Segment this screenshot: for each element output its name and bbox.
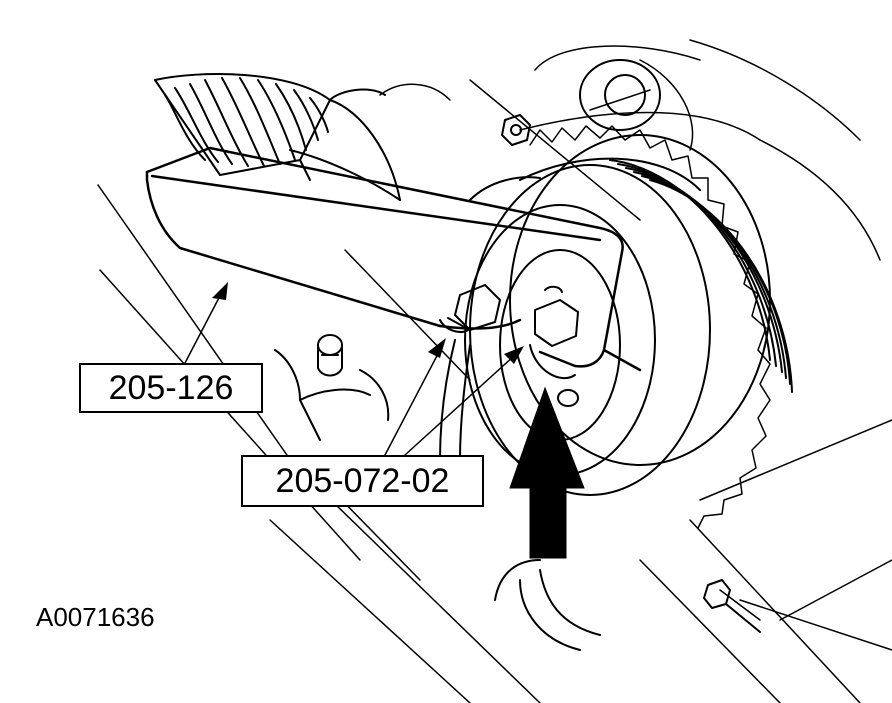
callout-label-205-126: 205-126 [79, 363, 263, 413]
wiring-harness [439, 339, 601, 651]
nut-small [557, 389, 579, 407]
engine-boss [579, 59, 661, 131]
adapter-bolt-left [439, 284, 501, 333]
nut-bottom-right [703, 579, 761, 633]
reluctor-ring [529, 125, 771, 529]
crankshaft-pulley [464, 134, 793, 496]
arrowhead-205-072-02-a [428, 338, 446, 358]
flexible-hose [154, 73, 401, 201]
direction-arrow [509, 386, 585, 559]
bolt-left [317, 334, 343, 377]
figure-id: A0071636 [36, 602, 155, 632]
callout-label-205-072-02: 205-072-02 [241, 455, 484, 507]
mounting-bracket [274, 349, 390, 441]
bolt-top-right [501, 114, 531, 146]
arrowhead-205-072-02-b [504, 346, 524, 364]
callout-arrowheads [212, 282, 524, 364]
adapter-bolt-right [529, 285, 579, 380]
holding-tool-bar [145, 146, 642, 372]
arrowhead-205-126 [212, 282, 228, 300]
callout-leader-lines [184, 291, 516, 456]
